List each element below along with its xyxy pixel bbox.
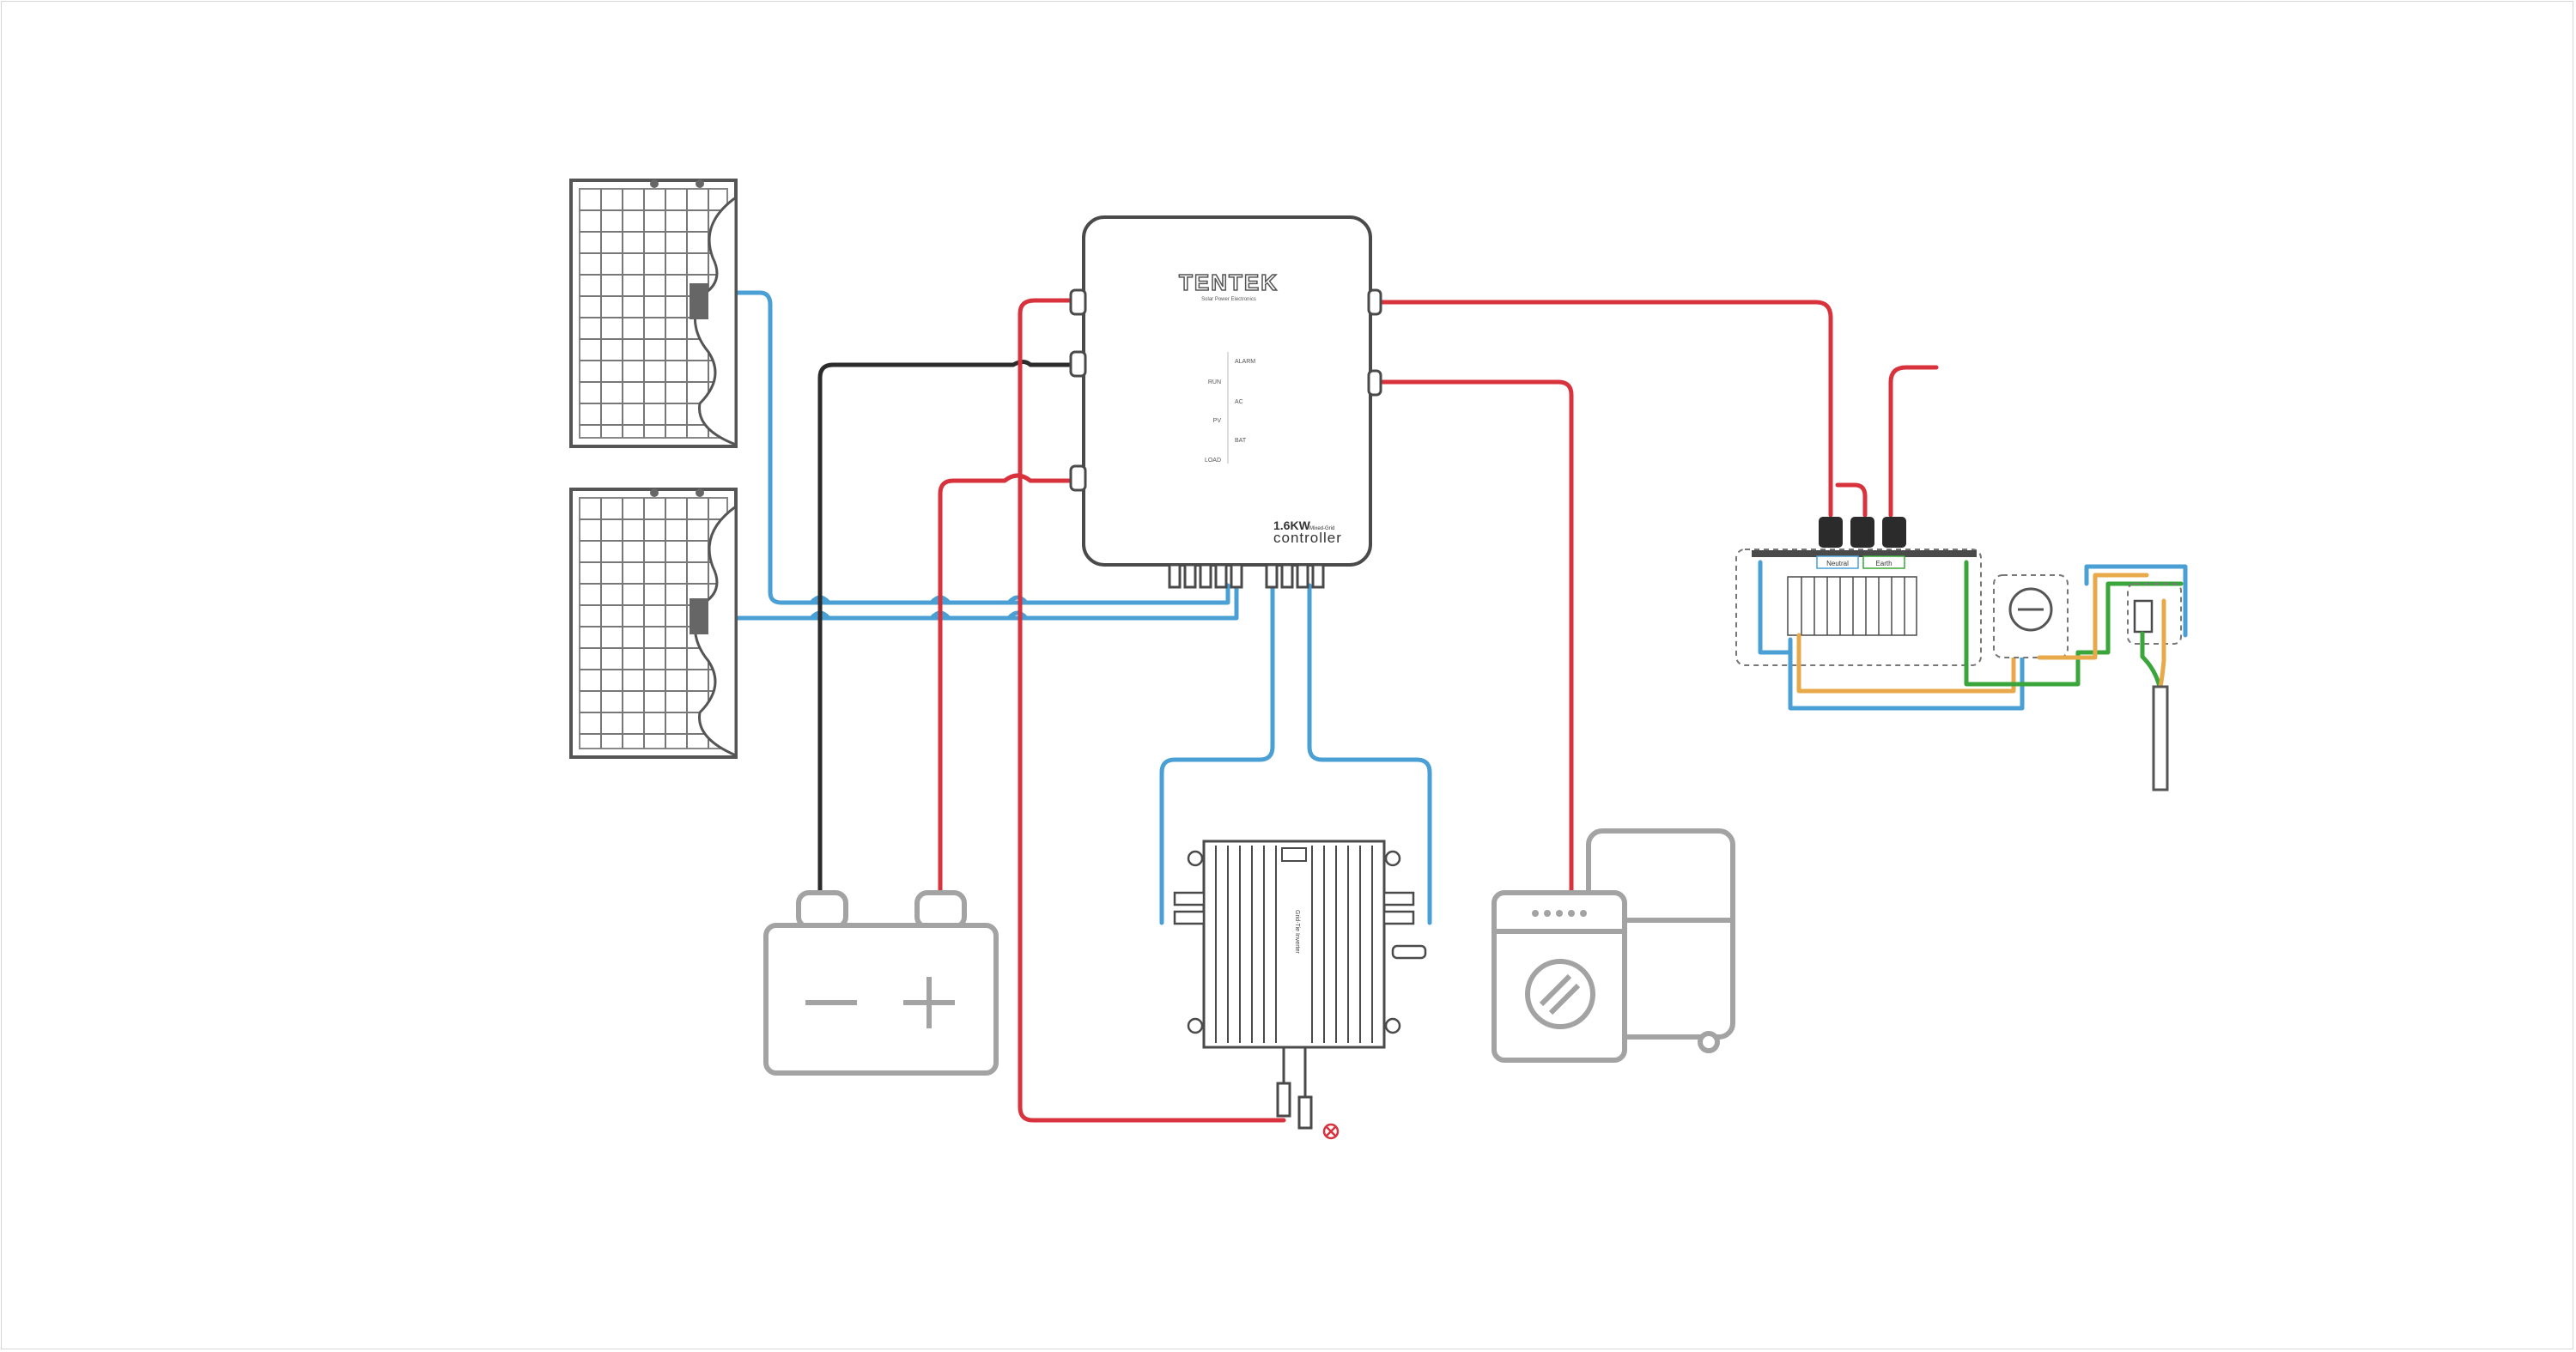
microinverter-label: Grid-Tie Inverter [1294,910,1300,954]
solar-panel-2 [569,488,738,759]
earth-rod-icon [2152,685,2169,791]
pv-hop-red-load [1006,595,1029,621]
indicator-ac: AC [1235,399,1243,405]
battery-icon [763,890,999,1076]
controller-model-suffix: Mixed-Grid [1309,526,1334,531]
battery [763,890,999,1076]
indicator-alarm: ALARM [1235,359,1255,365]
controller-right-ports [1367,288,1382,397]
load-output-wire [1376,379,1574,895]
ac-output-wire [1376,300,1833,518]
battery-negative-wire [817,360,1080,895]
neutral-link-wire [1835,482,1868,518]
solar-panel-1 [569,179,738,448]
micro-input-left-wire [1159,583,1275,925]
indicator-run: RUN [1208,379,1221,385]
indicator-bat: BAT [1235,438,1247,444]
meter-icon [1993,574,2069,658]
disconnect-x-icon [1322,1123,1340,1140]
wires [697,290,1939,1123]
micro-input-right-wire [1307,583,1432,925]
pv1-wire [697,290,1230,605]
indicator-pv: PV [1213,418,1222,424]
grid-feedback-wire [1018,298,1286,1123]
controller-brand: TENTEK [1179,270,1279,295]
terminal-neutral: Neutral [1826,560,1849,567]
grid-supply-wire [1888,365,1939,518]
household-appliances [1492,828,1735,1063]
microinverter: Grid-Tie Inverter [1173,840,1427,1140]
controller-bottom-connectors [1168,563,1325,589]
battery-positive-wire [938,473,1080,895]
controller-model: 1.6KW [1273,518,1311,532]
controller-unit: TENTEK Solar Power Electronics ALARM RUN… [1069,215,1382,589]
controller-type: controller [1273,530,1342,546]
indicator-load: LOAD [1205,458,1221,464]
washing-machine-icon [1492,890,1627,1063]
controller-tagline: Solar Power Electronics [1201,297,1256,302]
pv2-wire [697,583,1239,621]
solar-panel-icon [569,488,738,759]
distribution-box: Neutral Earth [1735,517,2188,791]
terminal-earth: Earth [1875,560,1892,567]
solar-panel-icon [569,179,738,448]
controller-left-ports [1069,288,1087,492]
